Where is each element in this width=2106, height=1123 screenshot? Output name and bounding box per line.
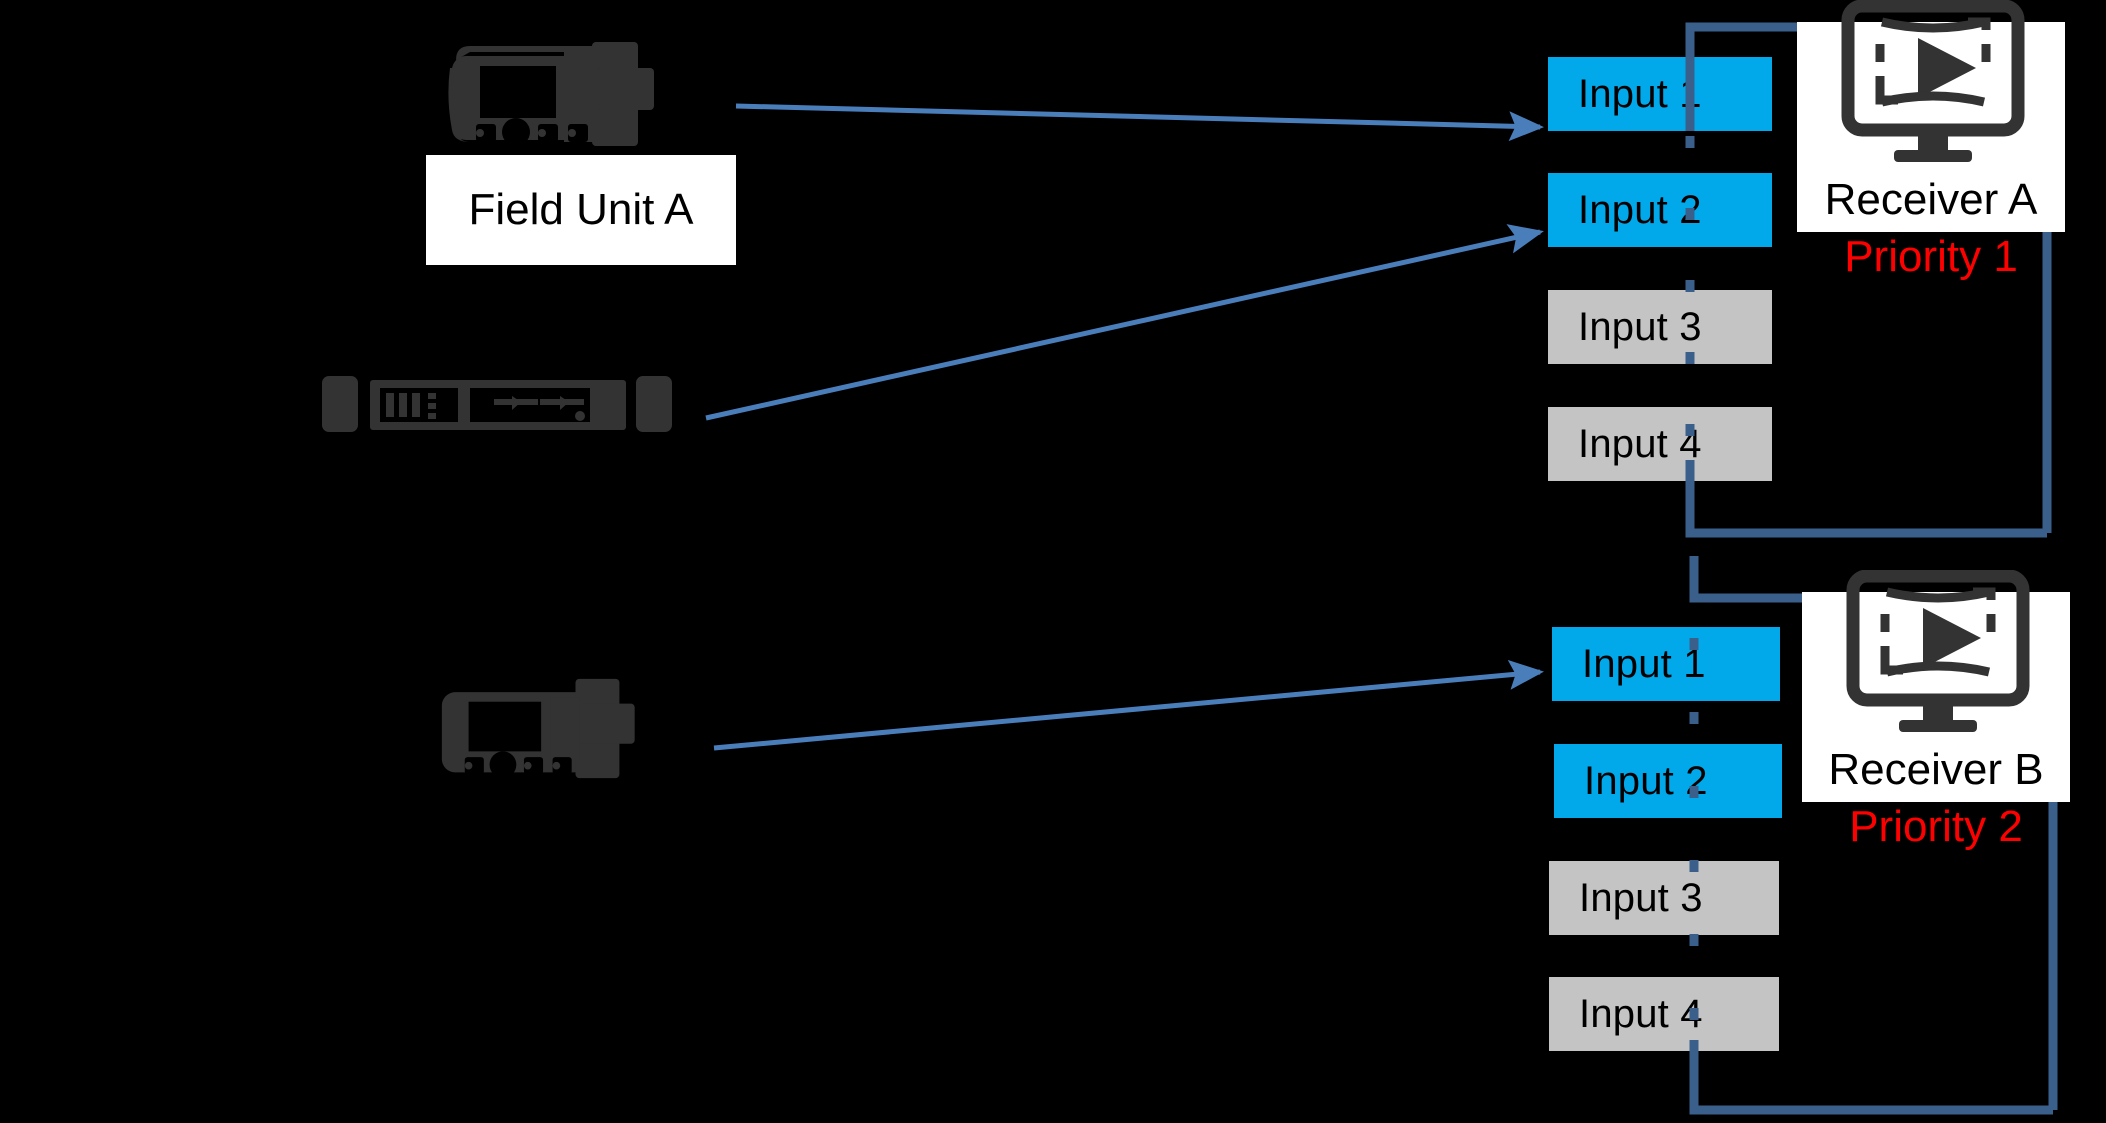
receiver-a-input-2[interactable]: Input 2 (1548, 173, 1772, 247)
receiver-b-name: Receiver B (1828, 745, 2044, 794)
camera-field-unit-icon (448, 42, 654, 146)
connection-field-unit-b-to-input-1 (713, 659, 1544, 751)
input-label: Input 1 (1578, 72, 1702, 116)
input-label: Input 2 (1584, 759, 1708, 803)
rack-encoder-icon (322, 376, 672, 432)
receiver-b-priority: Priority 2 (1849, 802, 2023, 851)
field-unit-a-label-box: Field Unit A (426, 155, 736, 265)
receiver-a-input-3[interactable]: Input 3 (1548, 290, 1772, 364)
connection-field-unit-a-to-input-1 (735, 103, 1544, 142)
receiver-b-input-1[interactable]: Input 1 (1552, 627, 1780, 701)
receiver-b-input-3[interactable]: Input 3 (1549, 861, 1779, 935)
input-label: Input 4 (1579, 992, 1703, 1036)
input-label: Input 2 (1578, 188, 1702, 232)
monitor-play-icon (1841, 0, 2025, 162)
input-label: Input 1 (1582, 642, 1706, 686)
receiver-a-input-1[interactable]: Input 1 (1548, 57, 1772, 131)
receiver-b-input-2[interactable]: Input 2 (1554, 744, 1782, 818)
receiver-b-input-4[interactable]: Input 4 (1549, 977, 1779, 1051)
field-unit-a-label: Field Unit A (468, 185, 694, 234)
monitor-play-icon (1846, 570, 2030, 732)
receiver-a-name: Receiver A (1824, 175, 2038, 224)
connection-rack-encoder-to-input-2 (705, 224, 1544, 421)
input-label: Input 4 (1578, 422, 1702, 466)
input-label: Input 3 (1578, 305, 1702, 349)
receiver-a-input-4[interactable]: Input 4 (1548, 407, 1772, 481)
receiver-a-priority: Priority 1 (1844, 232, 2018, 281)
camera-field-unit-icon (441, 678, 635, 779)
input-label: Input 3 (1579, 876, 1703, 920)
